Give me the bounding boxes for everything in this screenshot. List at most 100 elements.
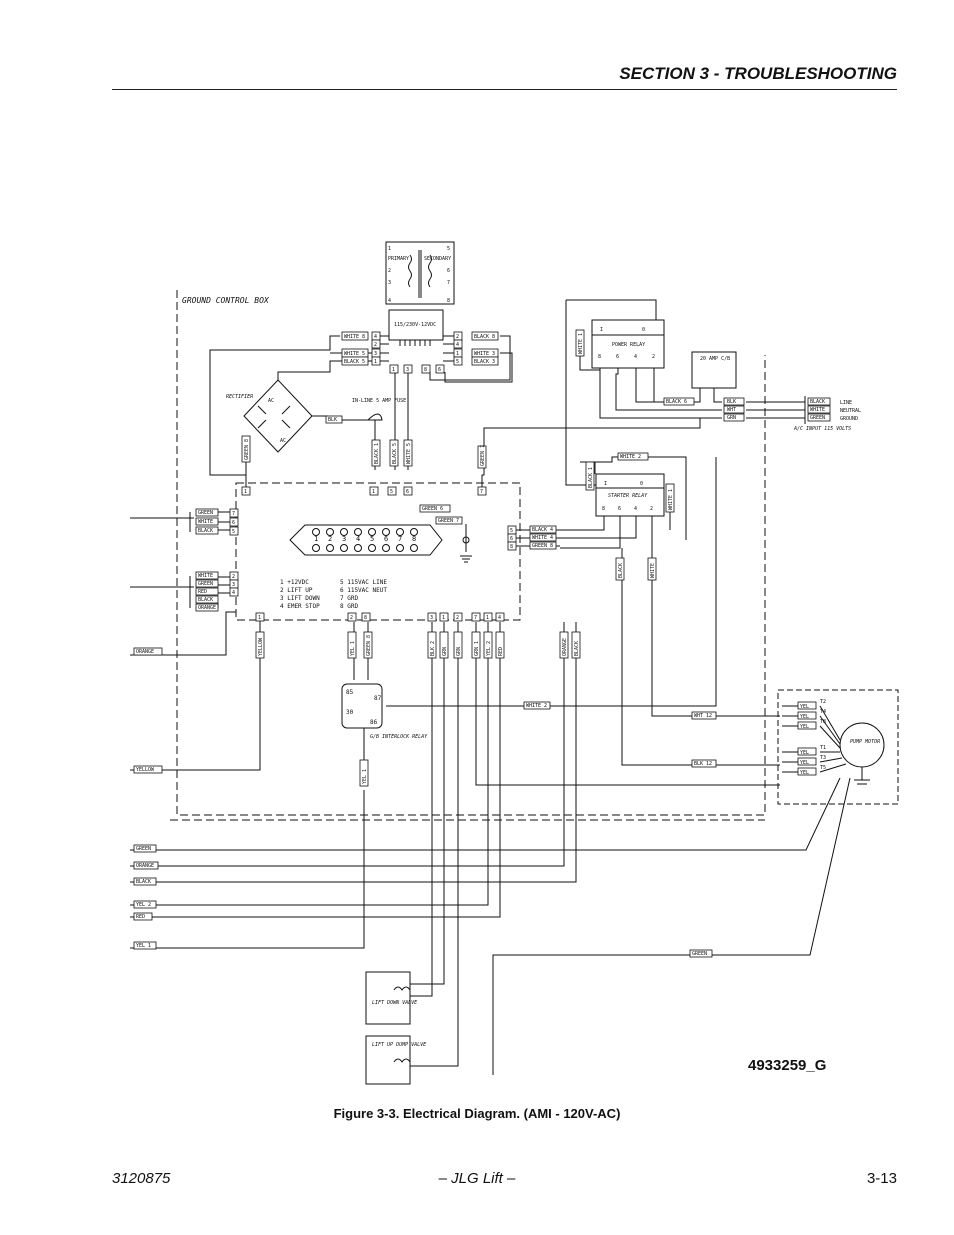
ac-neutral-label: NEUTRAL xyxy=(840,408,861,414)
wire-tag: ORANGE xyxy=(198,605,216,611)
section-title: SECTION 3 - TROUBLESHOOTING xyxy=(619,64,897,83)
wire-tag: GREEN 8 xyxy=(366,635,372,656)
svg-text:8: 8 xyxy=(364,615,367,621)
wire-tag: BLK 12 xyxy=(694,761,712,767)
connector-number: 7 xyxy=(398,535,402,543)
pump-motor-terminal: T4 xyxy=(820,709,826,715)
connector-number: 8 xyxy=(412,535,416,543)
svg-text:2: 2 xyxy=(232,574,235,580)
wire-tag: BLK 2 xyxy=(430,641,436,656)
wire-tag: WHITE xyxy=(198,519,213,525)
svg-text:6: 6 xyxy=(232,520,235,526)
transformer-pin: 5 xyxy=(447,246,450,252)
svg-text:6: 6 xyxy=(406,489,409,495)
chassis-ground-icon xyxy=(460,524,472,563)
interlock-relay-pin: 86 xyxy=(370,719,378,726)
svg-text:4: 4 xyxy=(232,590,235,596)
terminal-boxes xyxy=(229,331,517,622)
transformer-pin: 2 xyxy=(388,268,391,274)
svg-text:8: 8 xyxy=(424,367,427,373)
wire-tag: BLACK xyxy=(574,641,580,656)
wire-tag: BLACK 5 xyxy=(392,443,398,464)
wire-tag: WHITE 3 xyxy=(474,351,495,357)
transformer-pin: 8 xyxy=(447,298,450,304)
svg-text:3: 3 xyxy=(374,351,377,357)
lift-up-valve-label: LIFT UP DUMP VALVE xyxy=(372,1042,426,1048)
wire-tag: GREEN xyxy=(198,510,213,516)
rectifier-ac-label: AC xyxy=(280,438,286,444)
pump-motor-wire-tag: YEL xyxy=(800,770,809,776)
lift-up-valve-box xyxy=(365,1035,411,1085)
svg-text:5: 5 xyxy=(510,528,513,534)
power-relay-label: POWER RELAY xyxy=(612,342,645,348)
svg-text:7: 7 xyxy=(480,489,483,495)
svg-text:1: 1 xyxy=(374,359,377,365)
svg-text:5: 5 xyxy=(232,529,235,535)
svg-text:2: 2 xyxy=(456,615,459,621)
interlock-relay-box xyxy=(341,683,383,729)
pump-motor-wire-tag: YEL xyxy=(800,760,809,766)
wire-tag: GRN xyxy=(727,415,736,421)
ac-input-label: A/C INPUT 115 VOLTS xyxy=(793,426,851,432)
pump-motor-wire-tag: YEL xyxy=(800,714,809,720)
rectifier xyxy=(243,379,313,453)
wire-tag: WHITE 2 xyxy=(526,703,547,709)
connector-legend-item: 4 EMER STOP xyxy=(280,603,320,610)
pump-motor-label: PUMP MOTOR xyxy=(850,739,880,745)
wire-tag: RED xyxy=(498,647,504,656)
wire-tag: RED xyxy=(136,914,145,920)
wire-tag: BLACK 4 xyxy=(532,527,553,533)
svg-text:8: 8 xyxy=(510,544,513,550)
svg-text:7: 7 xyxy=(474,615,477,621)
wire-tag: WHT xyxy=(727,407,736,413)
power-relay-pin: 6 xyxy=(616,354,619,360)
connector-pins xyxy=(312,528,418,552)
connector-number: 5 xyxy=(370,535,374,543)
starter-relay-pin: 4 xyxy=(634,506,637,512)
wire-tag: GREEN 7 xyxy=(438,518,459,524)
fuse-label: IN-LINE 5 AMP FUSE xyxy=(352,398,406,404)
drawing-number: 4933259_G xyxy=(748,1057,827,1074)
starter-relay-pin: 6 xyxy=(618,506,621,512)
transformer xyxy=(385,241,455,305)
svg-text:4: 4 xyxy=(374,334,377,340)
wire-tag: YELLOW xyxy=(136,767,155,773)
svg-text:3: 3 xyxy=(406,367,409,373)
wire-tag: BLACK 5 xyxy=(344,359,365,365)
svg-text:5: 5 xyxy=(456,359,459,365)
svg-text:2: 2 xyxy=(374,342,377,348)
svg-text:1: 1 xyxy=(258,615,261,621)
svg-text:1: 1 xyxy=(442,615,445,621)
pump-motor xyxy=(777,689,899,805)
pump-motor-terminal: T1 xyxy=(820,745,826,751)
wire-tag: YEL 1 xyxy=(362,769,368,784)
connector-number: 1 xyxy=(314,535,318,543)
footer-publisher: – JLG Lift – xyxy=(438,1170,516,1187)
wire-tag: GREEN xyxy=(810,415,825,421)
power-relay-pin: 0 xyxy=(642,327,645,333)
svg-text:1: 1 xyxy=(372,489,375,495)
wire-tag: WHT 12 xyxy=(694,713,712,719)
interlock-relay-pin: 85 xyxy=(346,689,354,696)
ground-control-box-label: GROUND CONTROL BOX xyxy=(182,296,270,305)
rectifier-ac-label: AC xyxy=(268,398,274,404)
wire-tag: ORANGE xyxy=(136,649,154,655)
power-relay xyxy=(591,319,665,369)
pump-motor-wire-tag: YEL xyxy=(800,750,809,756)
wire-tag: BLK xyxy=(727,399,736,405)
svg-text:6: 6 xyxy=(438,367,441,373)
wire-tag: GREEN xyxy=(198,581,213,587)
wire-tag: BLACK 8 xyxy=(474,334,495,340)
wire-tag: BLACK xyxy=(136,879,151,885)
wire-tag: WHITE 1 xyxy=(578,333,584,354)
wire-tag: ORANGE xyxy=(136,863,154,869)
wire-tag: ORANGE xyxy=(562,638,568,656)
transformer-primary-label: PRIMARY xyxy=(388,256,409,262)
svg-text:2: 2 xyxy=(456,334,459,340)
connector-legend-item: 6 115VAC NEUT xyxy=(340,587,387,594)
interlock-relay-label: G/B INTERLOCK RELAY xyxy=(370,734,428,740)
connector-number: 2 xyxy=(328,535,332,543)
interlock-relay-pin: 30 xyxy=(346,709,354,716)
svg-text:4: 4 xyxy=(456,342,459,348)
svg-text:7: 7 xyxy=(232,511,235,517)
